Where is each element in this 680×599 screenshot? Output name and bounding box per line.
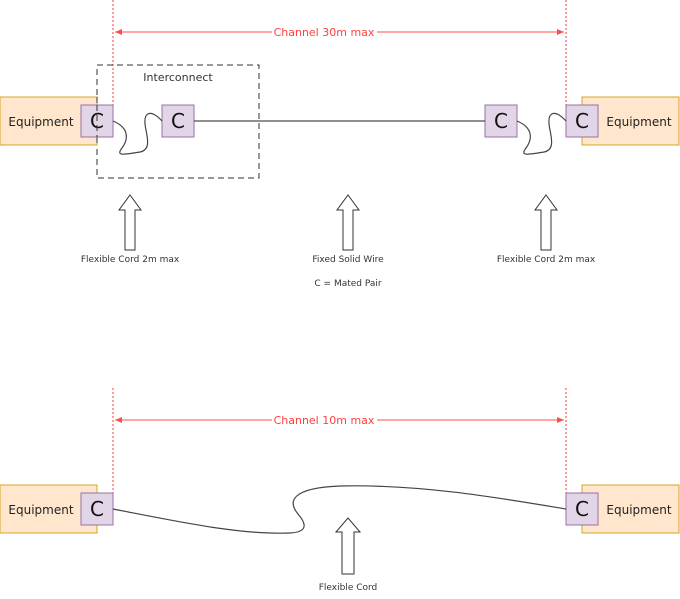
connector-label: C (90, 497, 104, 521)
dimension-30m: Channel 30m max (115, 26, 564, 39)
up-arrow-icon (534, 194, 558, 251)
connector-label: C (494, 109, 508, 133)
equipment-label: Equipment (8, 503, 73, 517)
top-diagram: Channel 30m max Interconnect Equipment C… (0, 0, 680, 289)
connector-box (80, 492, 114, 526)
connector-label: C (171, 109, 185, 133)
connector-2: C (161, 104, 195, 138)
callout-label: Flexible Cord 2m max (81, 255, 180, 265)
flexible-cord-right (516, 112, 567, 155)
callout-flexible-cord: Flexible Cord (319, 517, 378, 593)
up-arrow-icon (118, 194, 142, 251)
up-arrow-icon (336, 194, 360, 251)
callout-flexible-cord-left: Flexible Cord 2m max (81, 194, 180, 265)
callout-label: Fixed Solid Wire (312, 255, 384, 265)
connector-4: C (565, 104, 599, 138)
connector-box (161, 104, 195, 138)
connector-right: C (565, 492, 599, 526)
flexible-cord (112, 485, 567, 534)
legend-mated-pair: C = Mated Pair (314, 279, 382, 289)
up-arrow-icon (334, 517, 362, 575)
connector-label: C (575, 109, 589, 133)
callout-label: Flexible Cord (319, 583, 378, 593)
connector-box (565, 492, 599, 526)
connector-left: C (80, 492, 114, 526)
equipment-label: Equipment (8, 115, 73, 129)
callout-flexible-cord-right: Flexible Cord 2m max (497, 194, 596, 265)
dimension-label: Channel 10m max (274, 414, 375, 427)
dimension-label: Channel 30m max (274, 26, 375, 39)
connector-3: C (484, 104, 518, 138)
callout-label: Flexible Cord 2m max (497, 255, 596, 265)
dimension-10m: Channel 10m max (115, 414, 564, 427)
equipment-label: Equipment (606, 503, 671, 517)
interconnect-label: Interconnect (143, 71, 213, 84)
equipment-label: Equipment (606, 115, 671, 129)
connector-box (565, 104, 599, 138)
callout-fixed-solid-wire: Fixed Solid Wire (312, 194, 384, 265)
connector-label: C (575, 497, 589, 521)
flexible-cord-left (112, 112, 163, 155)
bottom-diagram: Channel 10m max Equipment C Equipment C … (0, 388, 680, 593)
